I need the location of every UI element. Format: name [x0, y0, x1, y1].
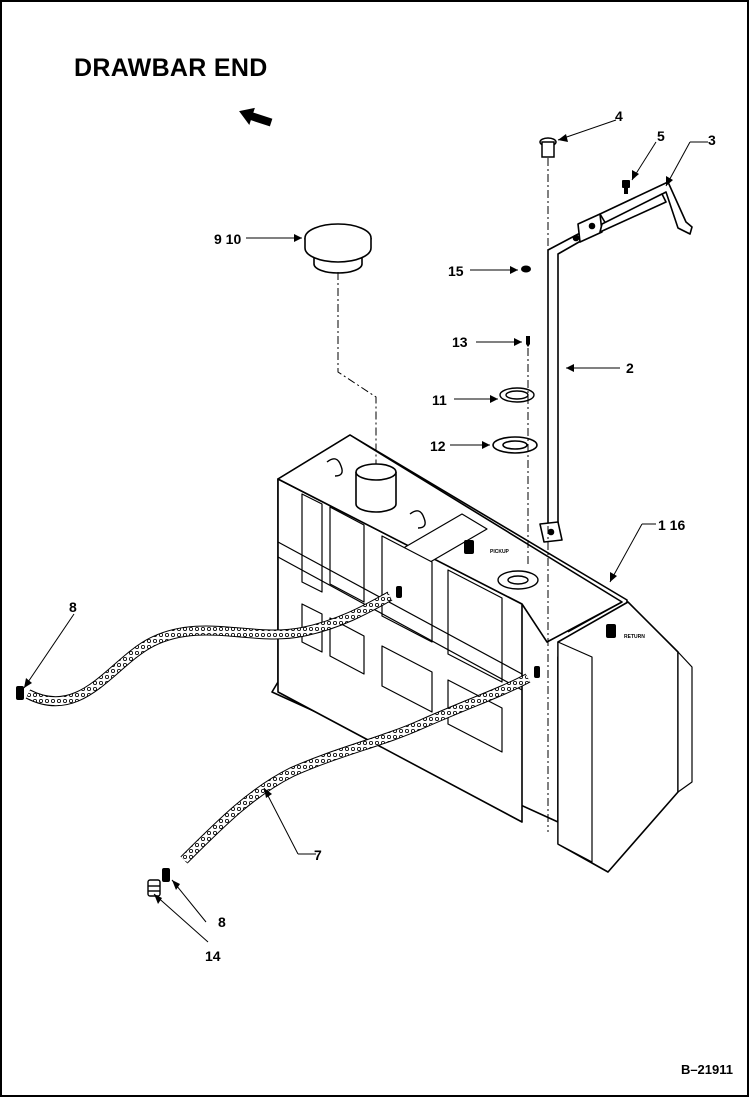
- retainer-ring: [492, 436, 538, 454]
- callout-11: 11: [432, 392, 447, 408]
- tank-hook: [326, 458, 343, 477]
- callout-4: 4: [615, 108, 623, 124]
- nut: [521, 265, 531, 273]
- callout-12: 12: [430, 438, 446, 454]
- callout-5: 5: [657, 128, 665, 144]
- return-label: RETURN: [624, 634, 645, 640]
- callout-3: 3: [708, 132, 716, 148]
- document-number: B–21911: [680, 1062, 733, 1077]
- callout-8-bottom: 8: [218, 914, 226, 930]
- screw: [526, 336, 530, 347]
- small-bolt: [622, 180, 630, 194]
- callout-14: 14: [205, 948, 221, 964]
- leader-arrowheads: [24, 134, 673, 904]
- bracket: [577, 181, 693, 243]
- filler-cap: [304, 223, 372, 274]
- tank-hook: [409, 510, 426, 529]
- callout-8-left: 8: [69, 599, 77, 615]
- pickup-label: PICKUP: [490, 549, 510, 555]
- fuel-tank: [271, 434, 693, 873]
- sender-opening: [497, 570, 539, 590]
- bolt: [539, 137, 557, 158]
- pickup-fitting: [464, 540, 474, 554]
- return-fitting: [606, 624, 616, 638]
- callout-2: 2: [626, 360, 634, 376]
- leader-lines: [23, 119, 708, 943]
- callout-15: 15: [448, 263, 464, 279]
- callout-1-16: 1 16: [658, 517, 686, 533]
- elbow-fitting: [147, 879, 161, 897]
- gasket: [499, 387, 535, 403]
- callout-13: 13: [452, 334, 468, 350]
- callout-7: 7: [314, 847, 322, 863]
- callout-9-10: 9 10: [214, 231, 242, 247]
- hose-clamp: [16, 586, 540, 882]
- diagram-title: DRAWBAR END: [74, 54, 268, 82]
- strap: [539, 231, 587, 543]
- direction-arrow-icon: [239, 107, 273, 127]
- filler-neck: [355, 463, 397, 513]
